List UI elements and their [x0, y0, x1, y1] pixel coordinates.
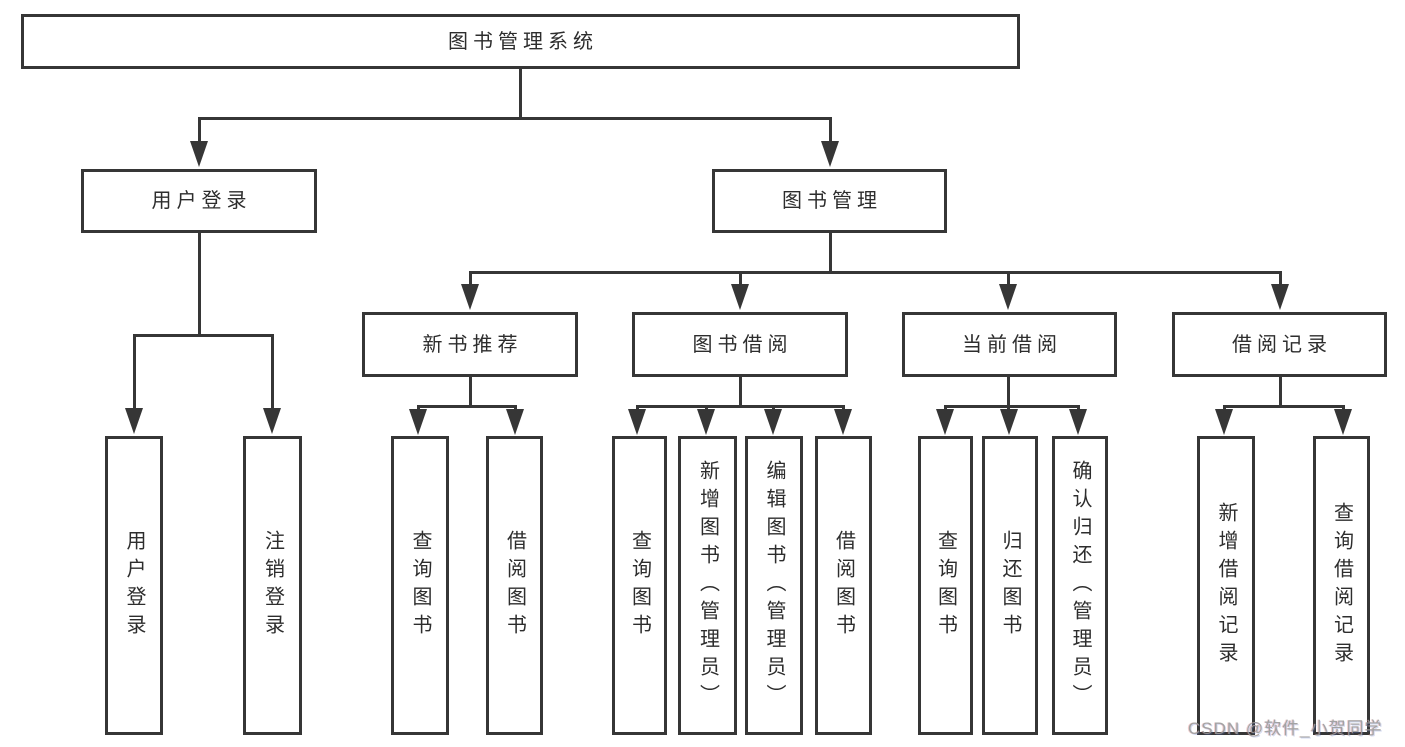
arrow-down-icon	[1341, 405, 1345, 409]
leaf-user-login: 用户登录	[105, 436, 163, 735]
node-root-system: 图书管理系统	[21, 14, 1020, 69]
arrow-down-icon	[1278, 271, 1282, 284]
node-label: 借阅记录	[1232, 333, 1332, 356]
leaf-label: 查询图书	[409, 529, 431, 642]
node-label: 用户登录	[151, 190, 252, 212]
arrow-down-icon	[468, 271, 472, 284]
node-book-borrow: 图书借阅	[632, 312, 848, 377]
leaf-add-book-admin: 新增图书（管理员）	[678, 436, 737, 735]
arrow-down-icon	[828, 117, 832, 141]
connector-line	[635, 405, 845, 408]
arrow-down-icon	[771, 405, 775, 409]
node-label: 图书借阅	[692, 333, 793, 356]
arrow-down-icon	[513, 405, 517, 409]
leaf-label: 用户登录	[123, 529, 145, 642]
arrow-down-icon	[738, 271, 742, 284]
leaf-borrow-book-recommend: 借阅图书	[486, 436, 543, 735]
leaf-borrow-book: 借阅图书	[815, 436, 872, 735]
arrow-down-icon	[132, 334, 136, 408]
connector-line	[468, 377, 472, 407]
arrow-down-icon	[270, 334, 274, 408]
connector-line	[1222, 405, 1345, 408]
leaf-label: 借阅图书	[832, 529, 855, 642]
leaf-label: 借阅图书	[503, 529, 526, 642]
leaf-query-book-current: 查询图书	[918, 436, 973, 735]
csdn-watermark: CSDN @软件_小贺同学	[1188, 719, 1383, 738]
arrow-down-icon	[197, 117, 201, 141]
leaf-query-book-recommend: 查询图书	[391, 436, 449, 735]
connector-line	[1007, 377, 1010, 407]
arrow-down-icon	[635, 405, 639, 409]
leaf-logout: 注销登录	[243, 436, 302, 735]
arrow-down-icon	[1076, 405, 1080, 409]
leaf-label: 确认归还（管理员）	[1069, 459, 1091, 712]
arrow-down-icon	[943, 405, 947, 409]
leaf-label: 查询借阅记录	[1330, 501, 1353, 670]
arrow-down-icon	[1222, 405, 1226, 409]
leaf-return-book: 归还图书	[982, 436, 1038, 735]
connector-line	[943, 405, 1080, 408]
node-current-borrow: 当前借阅	[902, 312, 1117, 377]
arrow-down-icon	[704, 405, 708, 409]
node-label: 新书推荐	[422, 333, 523, 356]
connector-line	[738, 377, 742, 407]
connector-line	[416, 405, 517, 408]
connector-line	[828, 233, 832, 274]
connector-line	[1278, 377, 1282, 407]
arrow-down-icon	[1006, 271, 1010, 284]
leaf-edit-book-admin: 编辑图书（管理员）	[745, 436, 803, 735]
leaf-label: 新增图书（管理员）	[696, 459, 719, 712]
leaf-label: 归还图书	[999, 529, 1021, 642]
leaf-label: 查询图书	[628, 529, 651, 642]
arrow-down-icon	[1007, 405, 1010, 409]
node-new-book-recommend: 新书推荐	[362, 312, 578, 377]
leaf-label: 注销登录	[261, 529, 284, 642]
node-label: 当前借阅	[962, 333, 1062, 356]
leaf-label: 查询图书	[934, 529, 957, 642]
connector-line	[132, 334, 274, 337]
leaf-add-borrow-record: 新增借阅记录	[1197, 436, 1255, 735]
node-label: 图书管理系统	[448, 30, 598, 53]
connector-line	[197, 233, 201, 336]
node-label: 图书管理	[782, 190, 882, 212]
leaf-label: 编辑图书（管理员）	[763, 459, 785, 712]
leaf-confirm-return-admin: 确认归还（管理员）	[1052, 436, 1108, 735]
arrow-down-icon	[416, 405, 420, 409]
arrow-down-icon	[841, 405, 845, 409]
leaf-query-borrow-record: 查询借阅记录	[1313, 436, 1370, 735]
connector-line	[518, 69, 522, 119]
node-borrow-record: 借阅记录	[1172, 312, 1387, 377]
connector-line	[197, 117, 832, 120]
leaf-query-book-borrow: 查询图书	[612, 436, 667, 735]
node-user-login: 用户登录	[81, 169, 317, 233]
node-book-management: 图书管理	[712, 169, 947, 233]
leaf-label: 新增借阅记录	[1215, 501, 1237, 670]
connector-line	[468, 271, 1282, 274]
